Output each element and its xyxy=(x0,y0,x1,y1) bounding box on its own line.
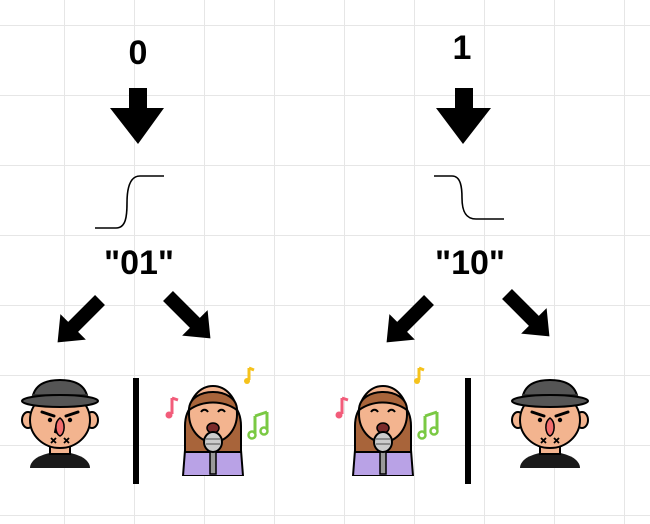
bit-label-left: 0 xyxy=(128,34,148,72)
divider-left xyxy=(133,378,139,484)
man-with-hat-icon xyxy=(511,378,589,468)
rising-edge-waveform xyxy=(95,175,164,229)
arrow-down-right-2 xyxy=(502,289,550,337)
divider-right xyxy=(465,378,471,484)
code-label-right: "10" xyxy=(434,244,506,282)
falling-edge-waveform xyxy=(434,175,504,220)
woman-singer-icon xyxy=(165,366,269,476)
down-arrow-left xyxy=(110,88,164,144)
code-label-left: "01" xyxy=(103,244,175,282)
man-with-hat-icon xyxy=(21,378,99,468)
arrow-down-right-1 xyxy=(163,291,211,339)
down-arrow-right xyxy=(436,88,491,144)
arrow-down-left-2 xyxy=(386,295,434,343)
woman-singer-icon xyxy=(335,366,439,476)
bit-label-right: 1 xyxy=(452,29,472,67)
arrow-down-left-1 xyxy=(57,295,105,343)
